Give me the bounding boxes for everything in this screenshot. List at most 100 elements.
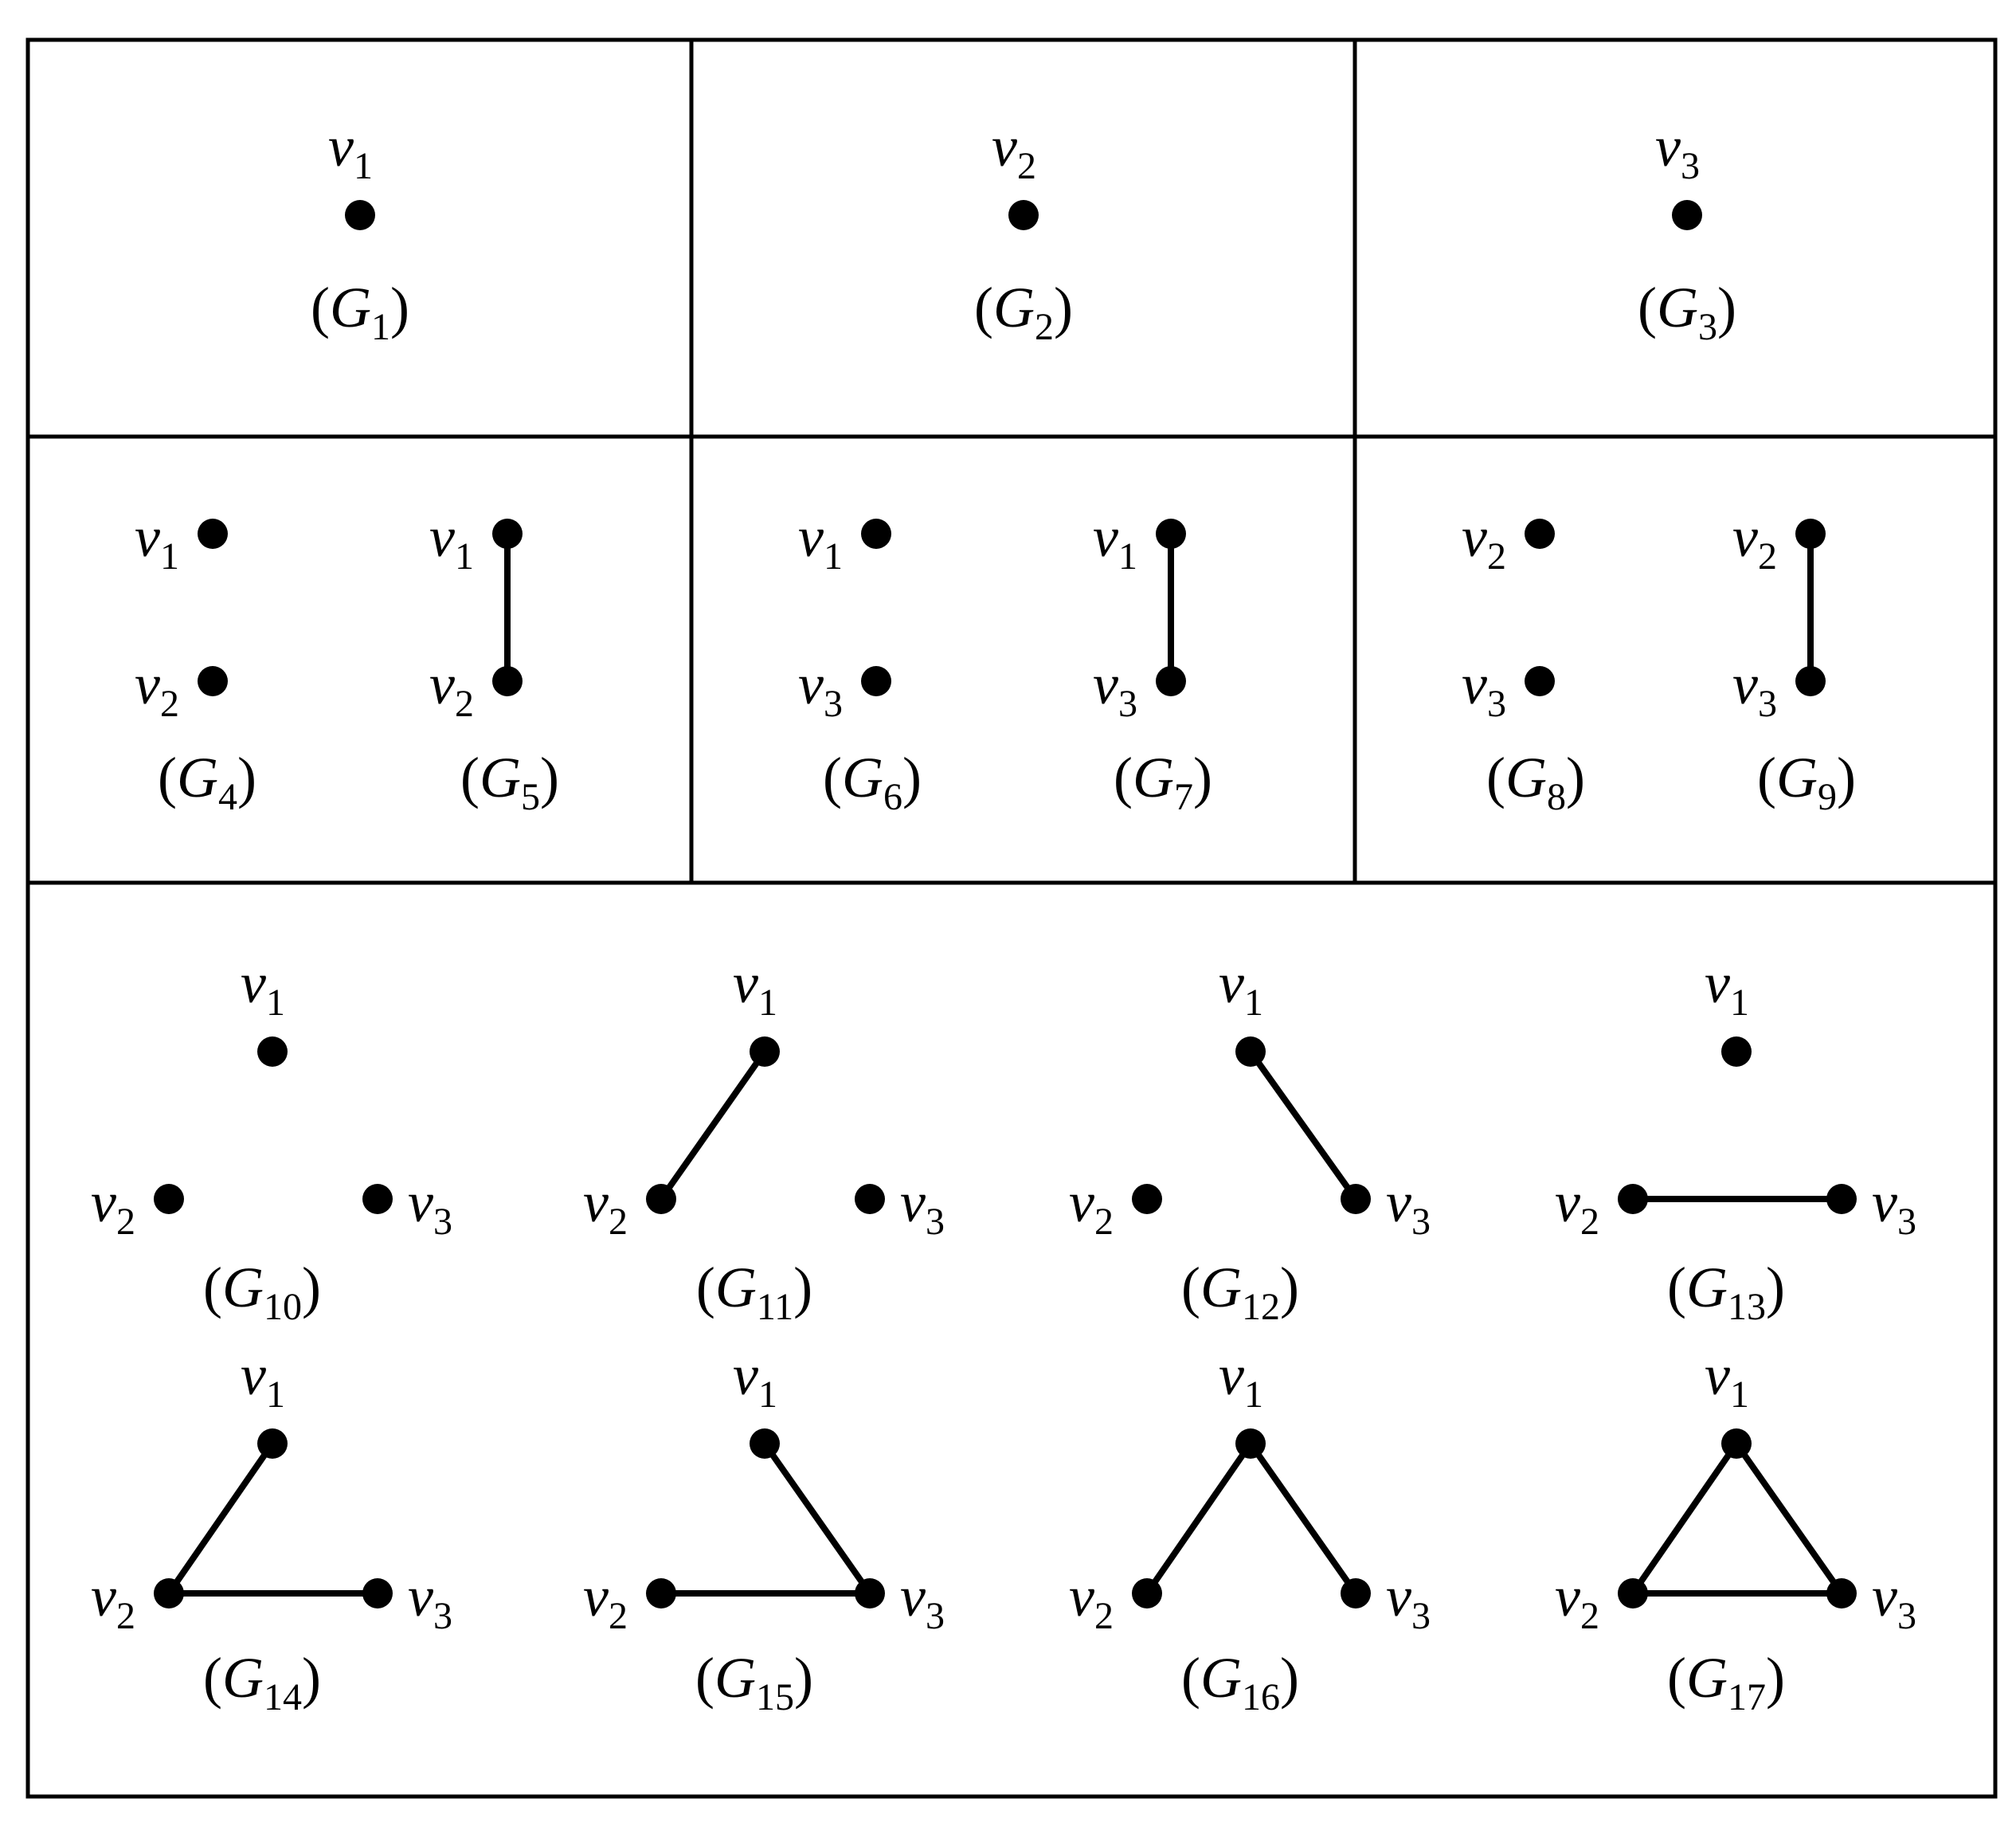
graph-caption-base: G xyxy=(1776,746,1818,809)
graph-caption: (G4) xyxy=(158,746,256,818)
vertex-label-subscript: 3 xyxy=(1487,683,1506,725)
vertex-label-base: v xyxy=(1386,1170,1411,1234)
vertex-label: v1 xyxy=(1705,951,1749,1024)
vertex-label-subscript: 2 xyxy=(1094,1201,1114,1243)
vertex-dot xyxy=(1826,1578,1857,1608)
graph-caption-subscript: 4 xyxy=(218,776,237,818)
vertex-dot xyxy=(154,1184,184,1214)
vertex-label-subscript: 3 xyxy=(1758,683,1777,725)
vertex-label-base: v xyxy=(1069,1565,1094,1628)
vertex-label-base: v xyxy=(328,115,354,178)
vertex-label-subscript: 2 xyxy=(1094,1595,1114,1637)
vertex-label-subscript: 1 xyxy=(1118,535,1137,578)
graph-caption-subscript: 12 xyxy=(1242,1286,1280,1328)
graph-caption-base: G xyxy=(1133,746,1174,809)
vertex-dot xyxy=(855,1578,885,1608)
vertex-dot xyxy=(1826,1184,1857,1214)
vertex-label: v1 xyxy=(241,1343,285,1416)
vertex-dot xyxy=(1235,1036,1266,1067)
vertex-dot xyxy=(1156,666,1186,696)
edge xyxy=(166,1440,276,1597)
vertex-label-subscript: 1 xyxy=(455,535,474,578)
vertex-label: v3 xyxy=(798,652,843,725)
vertex-label-subscript: 2 xyxy=(1017,145,1036,187)
vertex-label: v2 xyxy=(429,652,474,725)
vertex-dot xyxy=(1672,200,1702,230)
graph-G10: v1 v2 v3 (G10) xyxy=(91,951,452,1328)
vertex-label: v2 xyxy=(1732,505,1777,578)
graph-caption: (G3) xyxy=(1638,276,1736,348)
vertex-label: v1 xyxy=(1219,1343,1263,1416)
vertex-label-subscript: 3 xyxy=(1118,683,1137,725)
graph-caption: (G15) xyxy=(695,1646,813,1718)
graph-caption-subscript: 2 xyxy=(1035,306,1054,348)
vertex-label: v3 xyxy=(1872,1170,1916,1243)
edge xyxy=(761,1440,873,1597)
grid-frame xyxy=(25,37,1998,1799)
vertex-label: v1 xyxy=(241,951,285,1024)
graph-caption-subscript: 15 xyxy=(756,1676,794,1718)
vertex-label-base: v xyxy=(583,1170,609,1234)
graph-caption-base: G xyxy=(222,1256,264,1319)
vertex-label: v3 xyxy=(408,1565,452,1637)
vertex-label: v3 xyxy=(1462,652,1506,725)
vertex-label: v3 xyxy=(1732,652,1777,725)
vertex-dot xyxy=(1795,519,1826,549)
vertex-label-base: v xyxy=(1872,1170,1897,1234)
vertex-label-base: v xyxy=(1705,951,1730,1015)
vertex-label: v1 xyxy=(429,505,474,578)
vertex-label: v3 xyxy=(1386,1170,1431,1243)
vertex-label-base: v xyxy=(1462,652,1487,716)
vertex-label-subscript: 1 xyxy=(758,1373,777,1416)
vertex-dot xyxy=(1132,1578,1162,1608)
graph-caption: (G7) xyxy=(1114,746,1212,818)
vertex-label-base: v xyxy=(900,1565,926,1628)
vertex-label: v3 xyxy=(1386,1565,1431,1637)
graph-caption-subscript: 1 xyxy=(371,306,390,348)
vertex-dot xyxy=(1618,1578,1648,1608)
vertex-dot xyxy=(257,1428,288,1459)
graph-caption-base: G xyxy=(1657,276,1698,339)
vertex-label-subscript: 3 xyxy=(1897,1595,1916,1637)
vertex-label-base: v xyxy=(429,652,455,716)
vertex-label-base: v xyxy=(408,1170,433,1234)
vertex-label-subscript: 1 xyxy=(1730,1373,1749,1416)
vertex-dot xyxy=(1721,1428,1752,1459)
graph-caption: (G10) xyxy=(203,1256,321,1328)
vertex-label: v3 xyxy=(408,1170,452,1243)
vertex-label-base: v xyxy=(1093,505,1118,569)
vertex-label: v1 xyxy=(135,505,179,578)
vertex-label: v2 xyxy=(583,1565,628,1637)
graph-caption: (G5) xyxy=(460,746,559,818)
vertex-label-base: v xyxy=(1386,1565,1411,1628)
vertex-label-base: v xyxy=(798,652,824,716)
vertex-label-subscript: 3 xyxy=(926,1201,945,1243)
vertex-dot xyxy=(1721,1036,1752,1067)
graph-caption: (G9) xyxy=(1757,746,1856,818)
vertex-label: v2 xyxy=(91,1170,135,1243)
graph-G15: v 1 v2 v3 (G15) xyxy=(583,1343,945,1718)
vertex-label-subscript: 2 xyxy=(609,1201,628,1243)
graph-caption: (G12) xyxy=(1181,1256,1299,1328)
vertex-label: v2 xyxy=(1462,505,1506,578)
vertex-label-base: v xyxy=(91,1565,116,1628)
vertex-label-subscript: 2 xyxy=(1580,1201,1599,1243)
vertex-label-base: v xyxy=(1872,1565,1897,1628)
vertex-label-base: v xyxy=(733,951,758,1015)
graph-caption-subscript: 7 xyxy=(1174,776,1193,818)
vertex-dot xyxy=(861,519,891,549)
vertex-label-base: v xyxy=(1555,1565,1580,1628)
vertex-label: v2 xyxy=(91,1565,135,1637)
vertex-label: v3 xyxy=(900,1565,945,1637)
vertex-label-base: v xyxy=(1219,1343,1244,1407)
vertex-dot xyxy=(492,666,523,696)
graph-caption: (G11) xyxy=(696,1256,812,1328)
vertex-label-base: v xyxy=(429,505,455,569)
vertex-label-subscript: 2 xyxy=(1580,1595,1599,1637)
vertex-label-subscript: 1 xyxy=(354,145,373,187)
vertex-label-base: v xyxy=(1732,505,1758,569)
